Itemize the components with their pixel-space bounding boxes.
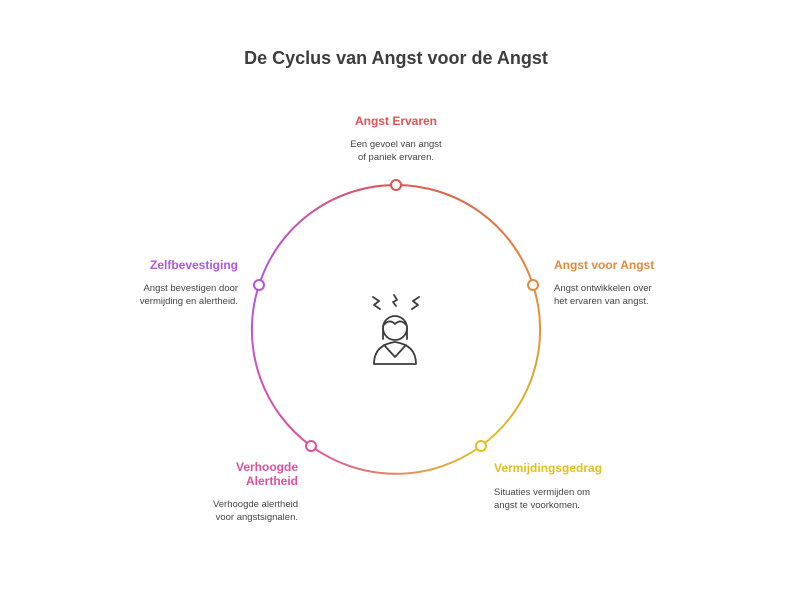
description-line: vermijding en alertheid.	[139, 295, 238, 307]
description-line: of paniek ervaren.	[357, 151, 435, 163]
description-line: angst te voorkomen.	[494, 499, 581, 511]
stage-node-3	[475, 440, 487, 452]
stage-label-angst-ervaren: Angst Ervaren	[354, 114, 438, 128]
cycle-arc-1	[395, 184, 534, 286]
stage-label-zelfbevestiging: Zelfbevestiging	[149, 258, 238, 272]
cycle-arc-4	[250, 284, 312, 447]
stage-description-angst-voor-angst: Angst ontwikkelen over het ervaren van a…	[554, 283, 724, 308]
description-line: Situaties vermijden om	[494, 487, 591, 498]
stage-label-vermijdingsgedrag: Vermijdingsgedrag	[494, 461, 603, 475]
description-line: Angst bevestigen door	[143, 283, 238, 294]
label-line: Verhoogde	[235, 460, 298, 474]
description-line: het ervaren van angst.	[554, 295, 649, 307]
stage-description-vermijdingsgedrag: Situaties vermijden om angst te voorkome…	[494, 487, 674, 512]
stage-description-angst-ervaren: Een gevoel van angst of paniek ervaren.	[316, 139, 476, 164]
stage-description-verhoogde-alertheid: Verhoogde alertheid voor angstsignalen.	[118, 499, 298, 524]
diagram-title: De Cyclus van Angst voor de Angst	[244, 48, 548, 68]
description-line: Angst ontwikkelen over	[554, 283, 652, 294]
description-line: Een gevoel van angst	[350, 139, 442, 150]
stage-node-5	[253, 279, 265, 291]
stage-node-4	[305, 440, 317, 452]
stage-label-verhoogde-alertheid: Verhoogde Alertheid	[118, 460, 298, 488]
description-line: Verhoogde alertheid	[212, 499, 298, 510]
anxious-person-icon	[372, 294, 420, 365]
cycle-arc-5	[258, 184, 397, 286]
cycle-arc-2	[480, 284, 542, 447]
stage-node-1	[390, 179, 402, 191]
description-line: voor angstsignalen.	[215, 511, 298, 523]
stage-node-2	[527, 279, 539, 291]
stage-label-angst-voor-angst: Angst voor Angst	[554, 258, 655, 272]
stage-description-zelfbevestiging: Angst bevestigen door vermijding en aler…	[58, 283, 238, 308]
label-line: Alertheid	[245, 474, 298, 488]
cycle-arc-3	[310, 445, 482, 475]
